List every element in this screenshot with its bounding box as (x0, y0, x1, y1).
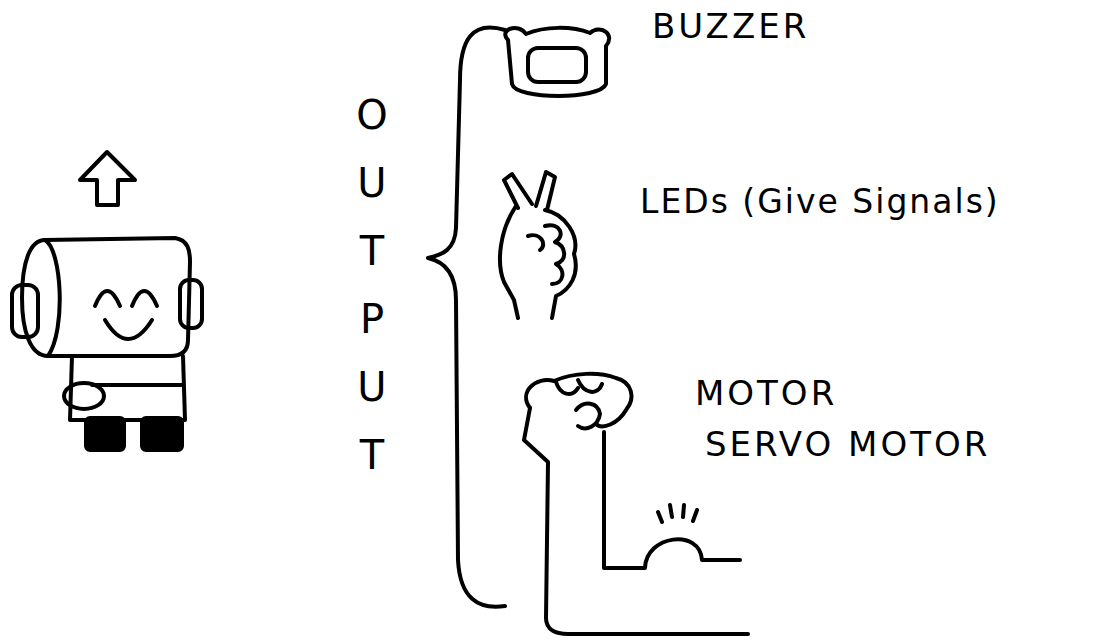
robot-body-line (92, 383, 183, 387)
component-label: MOTOR (695, 375, 837, 412)
robot-smile (105, 320, 152, 339)
peace-hand-icon (500, 172, 576, 318)
component-label: SERVO MOTOR (705, 426, 990, 463)
robot-head (22, 238, 190, 356)
buzzer-icon (505, 28, 609, 96)
robot-eye (132, 291, 157, 306)
flexing-arm-icon (524, 374, 748, 634)
headphone-left (12, 285, 38, 337)
output-heading: OUTPUT (350, 92, 394, 500)
effort-mark (658, 505, 697, 522)
robot-leg (86, 418, 124, 450)
robot-leg (142, 418, 182, 450)
robot-arm (64, 383, 104, 409)
robot-head-side (45, 240, 60, 356)
component-label: LEDs (Give Signals) (640, 184, 1000, 220)
up-arrow (80, 152, 135, 205)
robot-figure (12, 238, 202, 450)
robot-eye (95, 291, 120, 306)
curly-brace (428, 27, 505, 606)
headphone-right (180, 280, 202, 328)
component-label: BUZZER (652, 8, 809, 45)
